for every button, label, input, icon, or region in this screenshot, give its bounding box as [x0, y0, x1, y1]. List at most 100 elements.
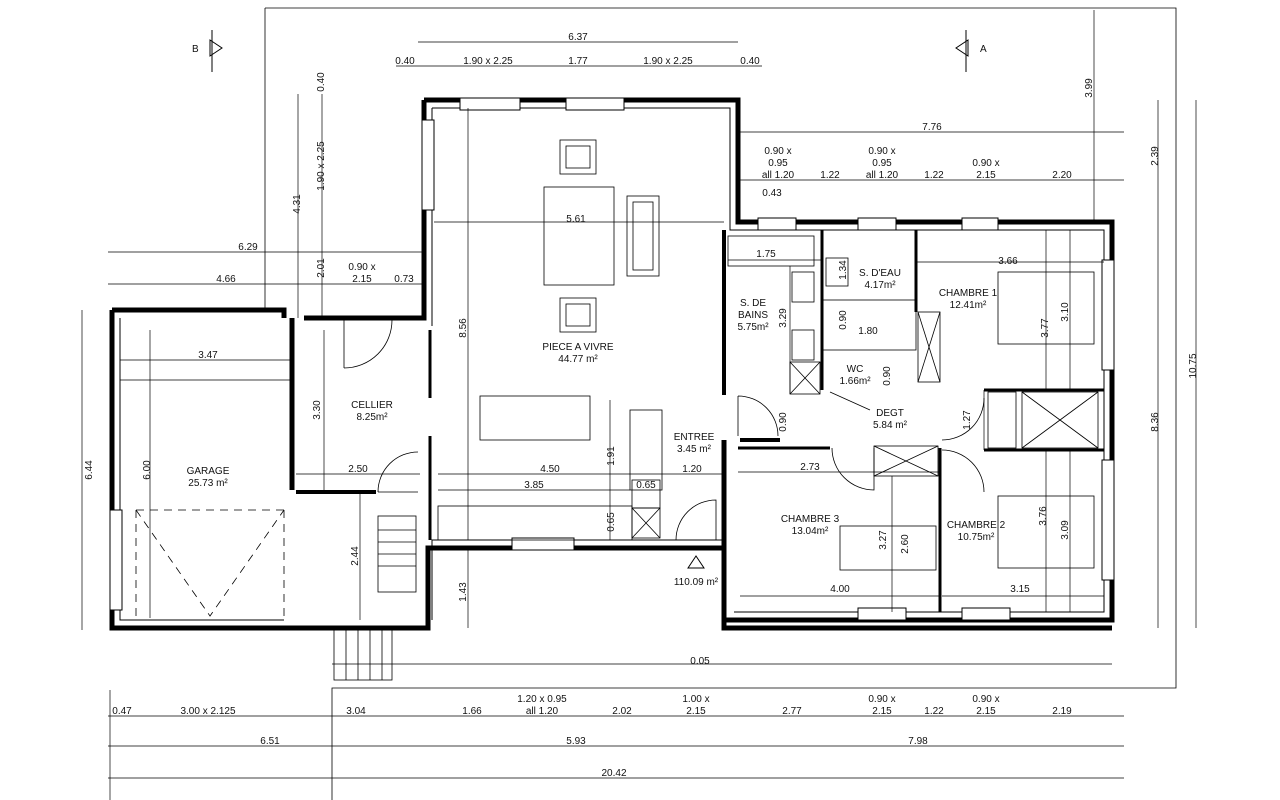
room-area-wc: 1.66m² — [839, 376, 871, 387]
dim-label: 1.80 — [858, 326, 878, 337]
dim-label: 4.31 — [292, 194, 303, 214]
doors — [343, 319, 985, 541]
dim-label: 0.65 — [606, 512, 617, 532]
room-area-degt: 5.84 m² — [873, 420, 908, 431]
dim-label: 2.15 — [352, 274, 372, 285]
dim-label: 6.37 — [568, 32, 588, 43]
dim-label: 2.73 — [800, 462, 820, 473]
dim-label: 1.20 x 0.95 — [517, 694, 567, 705]
room-area-chambre2: 10.75m² — [958, 532, 995, 543]
dim-label: 0.73 — [394, 274, 414, 285]
dim-label: 3.66 — [998, 256, 1018, 267]
dim-label: 10.75 — [1188, 353, 1199, 378]
room-name-chambre2: CHAMBRE 2 — [947, 520, 1006, 531]
dim-label: 2.01 — [316, 258, 327, 278]
walls — [109, 97, 1115, 631]
dim-label: 2.15 — [976, 170, 996, 181]
dim-label: 1.22 — [924, 170, 944, 181]
dimension-lines — [81, 10, 1197, 800]
dim-label: 1.77 — [568, 56, 588, 67]
dim-label: 20.42 — [601, 768, 626, 779]
dim-label: 0.43 — [762, 188, 782, 199]
dimension-labels: 6.37 0.40 1.90 x 2.25 1.77 1.90 x 2.25 0… — [112, 32, 1072, 779]
dim-label: 1.00 x — [682, 694, 709, 705]
dim-label: 8.56 — [458, 318, 469, 338]
room-area-s-deau: 4.17m² — [864, 280, 896, 291]
dim-label: 2.02 — [612, 706, 632, 717]
room-area-chambre1: 12.41m² — [950, 300, 987, 311]
dim-label: 0.47 — [112, 706, 132, 717]
dim-label: 4.66 — [216, 274, 236, 285]
dim-label: 1.34 — [838, 260, 849, 280]
dim-label: 0.90 x — [348, 262, 375, 273]
dim-label: 1.90 x 2.25 — [316, 141, 327, 191]
dim-label: all 1.20 — [526, 706, 559, 717]
dim-label: 3.99 — [1084, 78, 1095, 98]
dim-label: 0.40 — [395, 56, 415, 67]
dim-label: all 1.20 — [762, 170, 795, 181]
room-name-degt: DEGT — [876, 408, 904, 419]
dim-label: 1.27 — [962, 410, 973, 430]
total-area: 110.09 m² — [674, 577, 719, 588]
dim-label: 0.40 — [316, 72, 327, 92]
room-area-piece-a-vivre: 44.77 m² — [558, 354, 598, 365]
dim-label: 6.29 — [238, 242, 258, 253]
dim-label: 0.65 — [636, 480, 656, 491]
room-name-s-deau: S. D'EAU — [859, 268, 901, 279]
section-mark-b: B — [192, 44, 199, 55]
dim-label: 6.44 — [84, 460, 95, 480]
dim-label: 3.30 — [312, 400, 323, 420]
room-name-piece-a-vivre: PIECE A VIVRE — [542, 342, 613, 353]
dim-label: 3.00 x 2.125 — [180, 706, 235, 717]
room-area-chambre3: 13.04m² — [792, 526, 829, 537]
dim-label: 0.90 x — [868, 146, 895, 157]
room-name-garage: GARAGE — [187, 466, 230, 477]
dim-label: 0.90 x — [972, 158, 999, 169]
dim-label: 1.90 x 2.25 — [463, 56, 513, 67]
dim-label: 2.20 — [1052, 170, 1072, 181]
dim-label: 1.22 — [924, 706, 944, 717]
dim-label: 8.36 — [1150, 412, 1161, 432]
dim-label: 0.90 x — [972, 694, 999, 705]
dim-label: 2.15 — [686, 706, 706, 717]
dim-label: 2.77 — [782, 706, 802, 717]
dim-label: 0.05 — [690, 656, 710, 667]
dim-label: 0.90 — [882, 366, 893, 386]
plot-boundary — [265, 7, 1177, 800]
dim-label: 3.15 — [1010, 584, 1030, 595]
dim-label: 1.43 — [458, 582, 469, 602]
dim-label: 5.61 — [566, 214, 586, 225]
dim-label: 3.77 — [1040, 318, 1051, 338]
dim-label: 5.93 — [566, 736, 586, 747]
dim-label: 6.00 — [142, 460, 153, 480]
room-name-wc: WC — [847, 364, 864, 375]
dim-label: 1.22 — [820, 170, 840, 181]
dim-label: 3.10 — [1060, 302, 1071, 322]
windows — [109, 97, 1115, 621]
dim-label: 2.19 — [1052, 706, 1072, 717]
room-name-s-de-bains-1: S. DE — [740, 298, 766, 309]
room-labels: PIECE A VIVRE 44.77 m² GARAGE 25.73 m² C… — [187, 268, 1006, 588]
room-area-entree: 3.45 m² — [677, 444, 712, 455]
dim-label: 3.47 — [198, 350, 218, 361]
dim-label: 4.00 — [830, 584, 850, 595]
dim-label: 2.44 — [350, 546, 361, 566]
dim-label: 2.39 — [1150, 146, 1161, 166]
dim-label: 3.85 — [524, 480, 544, 491]
dim-label: 1.91 — [606, 446, 617, 466]
dim-label: 2.60 — [900, 534, 911, 554]
room-name-cellier: CELLIER — [351, 400, 393, 411]
dim-label: 2.15 — [976, 706, 996, 717]
dim-label: 3.29 — [778, 308, 789, 328]
dim-label: 0.40 — [740, 56, 760, 67]
dim-label: 2.50 — [348, 464, 368, 475]
room-name-s-de-bains-2: BAINS — [738, 310, 768, 321]
dim-label: 6.51 — [260, 736, 280, 747]
dim-label: 7.98 — [908, 736, 928, 747]
dim-label: 0.90 — [838, 310, 849, 330]
room-area-garage: 25.73 m² — [188, 478, 228, 489]
dim-label: 3.09 — [1060, 520, 1071, 540]
furniture — [135, 139, 1099, 681]
room-name-chambre1: CHAMBRE 1 — [939, 288, 998, 299]
dim-label: 0.95 — [768, 158, 788, 169]
